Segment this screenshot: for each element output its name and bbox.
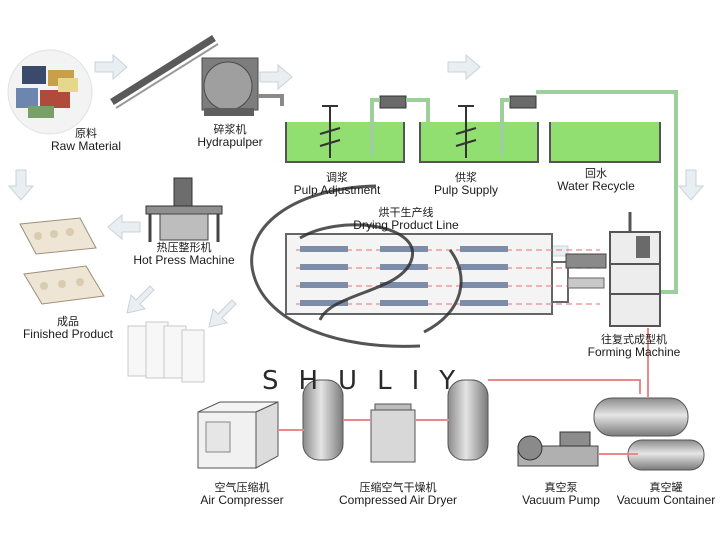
arrow-down-icon <box>7 169 35 201</box>
watermark-symbol <box>250 184 463 348</box>
forming-machine-illustration <box>565 212 661 327</box>
arrow-down-icon <box>126 285 155 314</box>
arrow-left-icon <box>107 213 141 241</box>
flow-arrows <box>7 53 705 328</box>
arrow-down-icon <box>208 299 237 328</box>
arrow-right-icon <box>94 53 128 81</box>
hot-press-illustration <box>145 177 223 242</box>
pulp-pools <box>285 90 678 294</box>
drying-line-illustration <box>285 233 600 315</box>
arrow-right-icon <box>447 53 481 81</box>
air-system-illustration <box>197 379 641 469</box>
water-recycle-pool <box>551 122 659 161</box>
raw-material-illustration <box>7 49 93 135</box>
pulp-adjustment-pool <box>287 122 403 161</box>
pulp-supply-pool <box>421 122 537 161</box>
vacuum-system-illustration <box>517 328 705 471</box>
arrow-down-icon <box>677 169 705 201</box>
hydrapulper-illustration <box>110 35 284 116</box>
shuliy-watermark: SHULIY <box>262 366 476 396</box>
arrow-right-icon <box>259 63 293 91</box>
finished-product-illustration <box>19 217 205 383</box>
